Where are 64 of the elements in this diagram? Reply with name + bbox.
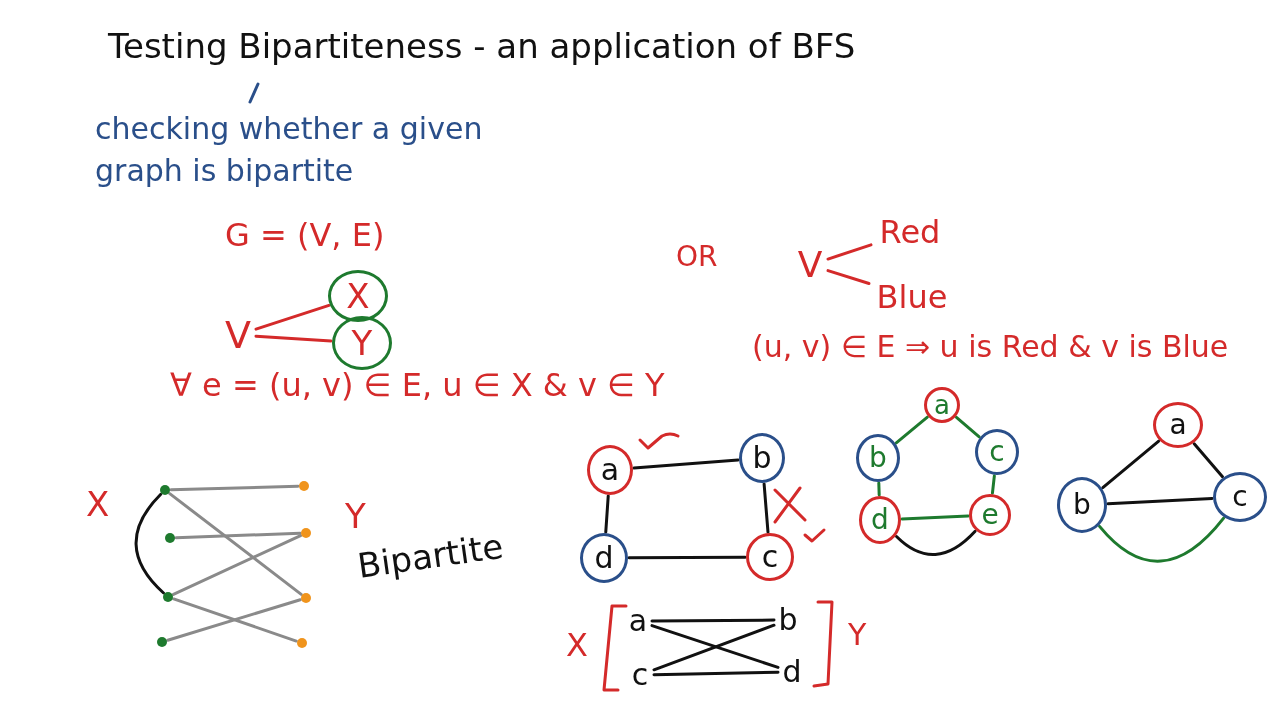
slide-title: Testing Bipartiteness - an application of BFS <box>108 28 856 66</box>
vertex-circle: b <box>856 434 900 482</box>
vertex-circle: e <box>969 494 1011 536</box>
note-text: checking whether a given graph is bipartite <box>95 110 484 190</box>
vertex-label: V <box>221 313 255 357</box>
edge-line <box>1101 439 1161 490</box>
edge-line <box>254 303 331 331</box>
vertex-circle: d <box>859 496 901 544</box>
edge-line <box>171 534 303 596</box>
vertex-circle: c <box>975 429 1019 475</box>
edge-line <box>174 531 302 540</box>
vertex-label: V <box>793 243 827 287</box>
vertex-circle: b <box>1057 477 1107 533</box>
vertex-circle: b <box>739 433 785 483</box>
vertex-circle: a <box>587 445 633 495</box>
vertex-label: b <box>775 604 801 636</box>
edge-line <box>652 670 780 677</box>
edge-line <box>254 334 333 343</box>
vertex-dot <box>301 528 311 538</box>
or-text: OR <box>676 242 718 273</box>
vertex-dot <box>160 485 170 495</box>
curved-edge <box>134 492 166 595</box>
edge-line <box>169 484 300 492</box>
set-label: X <box>566 628 588 664</box>
edge-line <box>826 269 871 285</box>
vertex-dot <box>157 637 167 647</box>
edge-line <box>604 494 610 534</box>
graph-definition: G = (V, E) <box>225 218 385 254</box>
edge-line <box>900 514 970 521</box>
vertex-circle: Y <box>332 316 392 370</box>
edge-line <box>990 474 996 495</box>
vertex-circle: a <box>1153 402 1203 448</box>
curved-edge <box>1098 516 1226 563</box>
vertex-circle: d <box>580 533 628 583</box>
edge-line <box>1106 496 1214 506</box>
set-label: Y <box>848 618 867 651</box>
vertex-label: d <box>779 656 805 688</box>
vertex-dot <box>299 481 309 491</box>
vertex-label: c <box>627 659 653 691</box>
edge-line <box>627 555 747 560</box>
vertex-circle: a <box>924 387 960 423</box>
vertex-dot <box>165 533 175 543</box>
edge-line <box>650 618 776 623</box>
vertex-circle: c <box>1213 472 1267 522</box>
vertex-label: a <box>625 605 651 637</box>
vertex-dot <box>163 592 173 602</box>
vertex-dot <box>297 638 307 648</box>
vertex-label: Blue <box>870 278 954 316</box>
edge-line <box>632 458 740 470</box>
edge-line <box>954 415 981 439</box>
edge-line <box>168 492 303 596</box>
edge-line <box>894 415 929 445</box>
vertex-label: Red <box>872 213 948 251</box>
vertex-circle: X <box>328 270 388 322</box>
curved-edge <box>895 529 977 556</box>
coloring-condition: (u, v) ∈ E ⇒ u is Red & v is Blue <box>752 330 1229 363</box>
edge-line <box>877 481 881 497</box>
vertex-circle: c <box>746 533 794 581</box>
edge-line <box>826 243 873 261</box>
edge-line <box>1192 442 1224 479</box>
edge-line <box>762 482 770 534</box>
vertex-dot <box>301 593 311 603</box>
edge-condition: ∀ e = (u, v) ∈ E, u ∈ X & v ∈ Y <box>170 368 665 404</box>
set-label: X <box>86 486 110 524</box>
